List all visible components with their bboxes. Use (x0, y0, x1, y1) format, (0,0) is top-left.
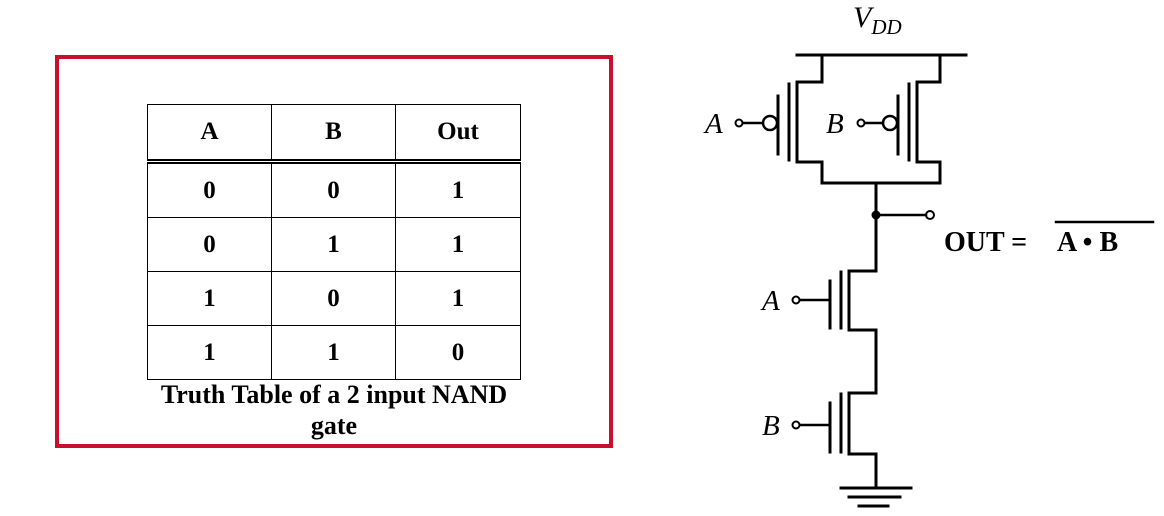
output-terminal (925, 210, 935, 220)
table-row: 0 1 1 (147, 217, 521, 272)
ground-symbol (839, 486, 913, 508)
vdd-label: VDD (853, 1, 902, 39)
cell-a: 0 (147, 161, 272, 218)
nmos-a-input-label: A (760, 285, 780, 317)
cell-b: 1 (271, 325, 396, 380)
nmos-b-input-label: B (762, 410, 780, 442)
header-out: Out (395, 104, 521, 164)
pmos-a-input-label: A (703, 108, 723, 140)
table-row: 1 0 1 (147, 271, 521, 326)
table-row: 0 0 1 (147, 161, 521, 218)
pmos-b-input-label: B (826, 108, 844, 140)
table-row: 1 1 0 (147, 325, 521, 380)
cell-out: 0 (395, 325, 521, 380)
cell-a: 1 (147, 325, 272, 380)
vdd-label-sub: DD (870, 15, 901, 39)
cell-b: 0 (271, 161, 396, 218)
cell-b: 1 (271, 217, 396, 272)
cell-out: 1 (395, 271, 521, 326)
cell-b: 0 (271, 271, 396, 326)
nmos-transistor-b (791, 371, 878, 490)
pmos-transistor-b (856, 53, 942, 185)
cell-a: 1 (147, 271, 272, 326)
caption-line-1: Truth Table of a 2 input NAND (160, 380, 508, 409)
header-a: A (147, 104, 272, 164)
output-equation-expression: A • B (1057, 227, 1118, 258)
vdd-label-main: V (853, 1, 875, 34)
output-equation-prefix: OUT = (944, 227, 1027, 258)
pmos-transistor-a (734, 53, 824, 185)
truth-table-frame: A B Out 0 0 1 0 1 1 1 0 1 1 1 (55, 55, 613, 448)
truth-table-header-row: A B Out (147, 104, 521, 164)
cell-out: 1 (395, 217, 521, 272)
caption-line-2: gate (310, 411, 358, 440)
header-b: B (271, 104, 396, 164)
truth-table: A B Out 0 0 1 0 1 1 1 0 1 1 1 (147, 104, 521, 380)
nmos-transistor-a (791, 248, 878, 375)
truth-table-caption: Truth Table of a 2 input NAND gate (59, 379, 609, 441)
